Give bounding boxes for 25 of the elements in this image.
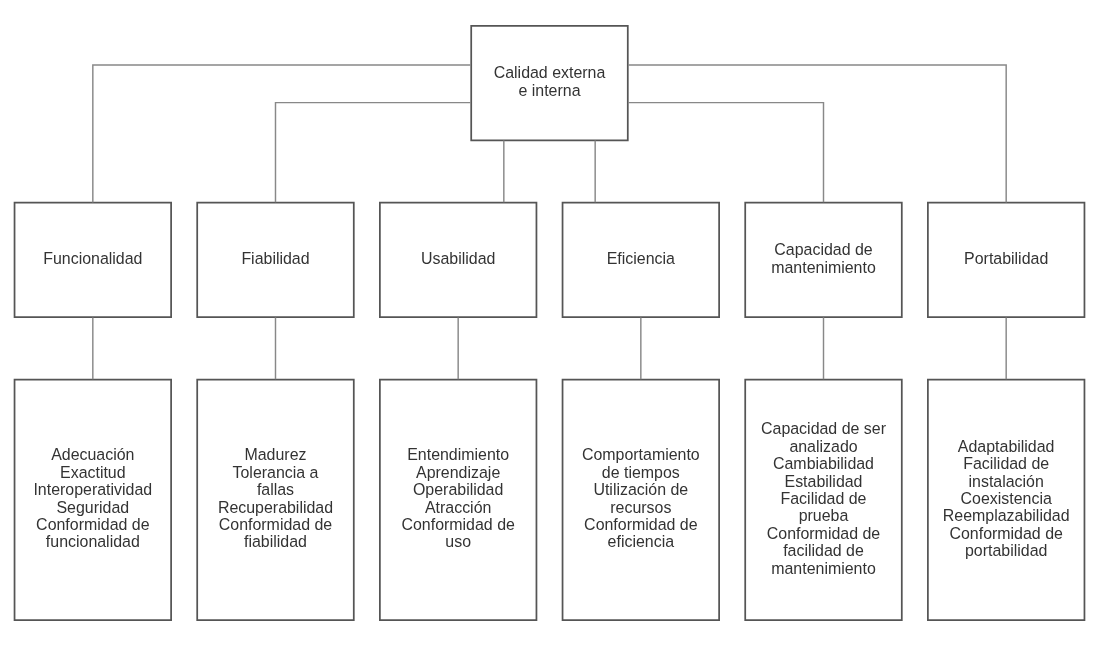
connector [1005, 316, 1007, 380]
node-box: Fiabilidad [196, 201, 355, 319]
node-box: Capacidad de ser analizado Cambiabilidad Estabilidad Facilidad de prueba Conformidad de facilidad de mantenimiento [744, 378, 903, 622]
connector [457, 316, 459, 380]
connector [274, 101, 472, 203]
node-box: Calidad externa e interna [470, 24, 629, 142]
node-box: Eficiencia [561, 201, 720, 319]
connector [92, 64, 472, 204]
node-box: Adecuación Exactitud Interoperatividad Seguridad Conformidad de funcionalidad [13, 378, 172, 622]
node-box: Entendimiento Aprendizaje Operabilidad Atracción Conformidad de uso [379, 378, 538, 622]
node-box: Adaptabilidad Facilidad de instalación Coexistencia Reemplazabilidad Conformidad de portabilidad [927, 378, 1086, 622]
connector [594, 139, 596, 203]
node-box: Funcionalidad [13, 201, 172, 319]
node-box: Usabilidad [379, 201, 538, 319]
connector [640, 316, 642, 380]
connector [92, 316, 94, 380]
connector [627, 101, 825, 203]
connector [503, 139, 505, 203]
connector [822, 316, 825, 380]
node-box: Madurez Tolerancia a fallas Recuperabilidad Conformidad de fiabilidad [196, 378, 355, 622]
connector [627, 64, 1007, 204]
node-box: Capacidad de mantenimiento [744, 201, 903, 319]
node-box: Portabilidad [927, 201, 1086, 319]
node-box: Comportamiento de tiempos Utilización de recursos Conformidad de eficiencia [561, 378, 720, 622]
connector [274, 316, 277, 380]
